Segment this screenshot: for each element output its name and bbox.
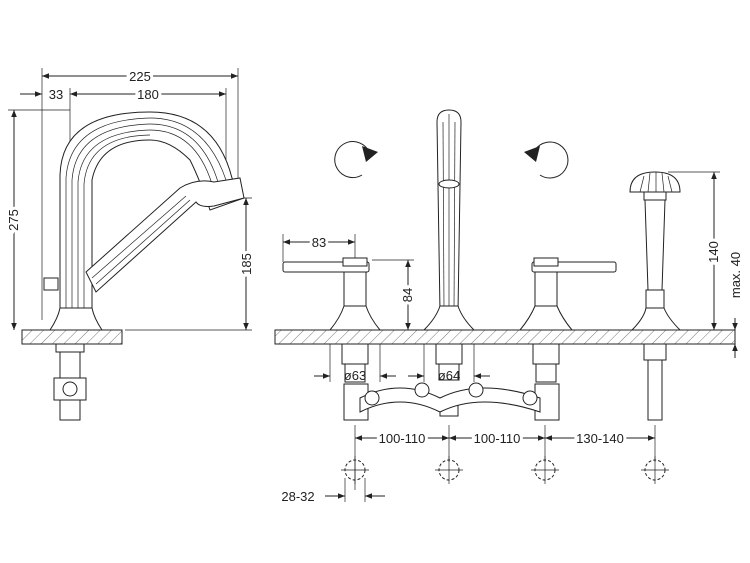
dim-140: 140 (706, 241, 721, 263)
dim-84: 84 (400, 288, 415, 302)
crosshair-circle-icon (435, 456, 463, 484)
dim-d63: ø63 (344, 368, 366, 383)
dim-180: 180 (137, 87, 159, 102)
front-view: 83 84 (274, 109, 743, 504)
dim-hole-diameter: 28-32 (281, 489, 314, 504)
right-handle (518, 257, 617, 421)
dim-185: 185 (239, 253, 254, 275)
dim-33: 33 (49, 87, 63, 102)
dim-83: 83 (312, 235, 326, 250)
dim-275: 275 (6, 209, 21, 231)
dim-spacing-1: 100-110 (379, 431, 426, 446)
dim-225: 225 (129, 69, 151, 84)
left-handle (282, 257, 382, 421)
dim-spacing-2: 100-110 (474, 431, 521, 446)
crosshair-circle-icon (641, 456, 669, 484)
handshower (629, 171, 682, 421)
rotate-clockwise-arrow-icon (334, 141, 378, 179)
rotate-counterclockwise-arrow-icon (524, 141, 569, 179)
crosshair-circle-icon (341, 456, 369, 484)
dim-d64: ø64 (438, 368, 460, 383)
crosshair-circle-icon (531, 456, 559, 484)
dim-spacing-3: 130-140 (576, 431, 624, 446)
dim-max40: max. 40 (728, 252, 743, 298)
side-view: 225 33 180 275 185 (3, 66, 257, 421)
